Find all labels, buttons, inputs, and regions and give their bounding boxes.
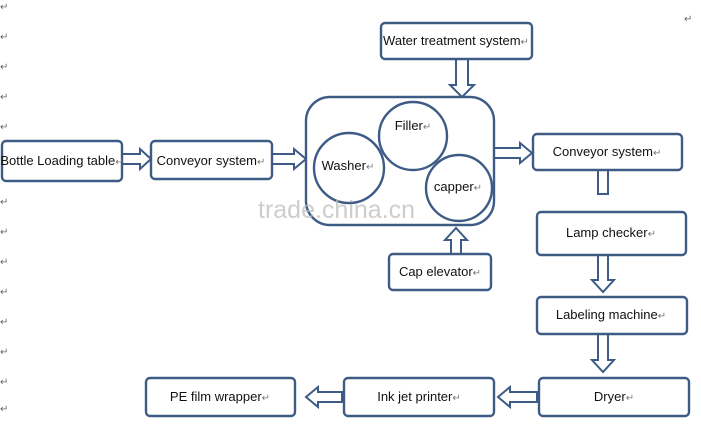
- paragraph-mark-icon: ↵: [0, 404, 8, 415]
- arrow-labeling-to-dryer: [589, 333, 617, 374]
- capper-label: capper↵: [434, 179, 482, 194]
- arrow-machine-to-conveyor: [493, 140, 534, 166]
- paragraph-mark-icon: ↵: [0, 92, 8, 103]
- watermark-text: trade.china.cn: [258, 196, 415, 224]
- arrow-inkjet-to-wrapper: [304, 384, 343, 410]
- pe-wrapper-box: [144, 376, 297, 418]
- arrow-conveyor-to-lamp: [597, 169, 609, 195]
- paragraph-mark-icon: ↵: [0, 122, 8, 133]
- washer-label: Washer↵: [322, 158, 375, 173]
- paragraph-mark-icon: ↵: [423, 122, 431, 133]
- cap-elevator-box: [387, 252, 493, 292]
- paragraph-mark-icon: ↵: [684, 14, 692, 25]
- paragraph-mark-icon: ↵: [653, 148, 661, 159]
- arrow-loading-to-conveyor: [121, 146, 153, 172]
- paragraph-mark-icon: ↵: [366, 162, 374, 173]
- paragraph-mark-icon: ↵: [0, 62, 8, 73]
- lamp-checker-box: [535, 210, 688, 257]
- filler-circle: [377, 100, 449, 172]
- conveyor-in-box: [149, 139, 274, 181]
- bottle-loading-label: Bottle Loading table↵: [0, 153, 123, 168]
- flow-arrows: [121, 58, 617, 410]
- labeling-box: [535, 295, 689, 336]
- paragraph-mark-icon: ↵: [521, 37, 529, 48]
- paragraph-mark-icon: ↵: [648, 229, 656, 240]
- paragraph-mark-icon: ↵: [473, 268, 481, 279]
- arrow-water-to-machine: [447, 58, 477, 99]
- dryer-label: Dryer↵: [594, 389, 634, 404]
- water-treatment-label: Water treatment system↵: [383, 33, 529, 48]
- margin-paragraph-marks: ↵ ↵ ↵ ↵ ↵ ↵ ↵ ↵ ↵ ↵ ↵ ↵ ↵ ↵: [0, 2, 692, 415]
- conveyor-out-box: [531, 132, 684, 172]
- inkjet-box: [342, 376, 496, 418]
- conveyor-in-label: Conveyor system↵: [157, 153, 266, 168]
- paragraph-mark-icon: ↵: [115, 157, 123, 168]
- paragraph-mark-icon: ↵: [0, 317, 8, 328]
- arrow-lamp-to-labeling: [589, 254, 617, 294]
- washer-circle: [312, 131, 386, 205]
- arrow-conveyor-to-machine: [271, 146, 308, 172]
- cap-elevator-label: Cap elevator↵: [399, 264, 481, 279]
- paragraph-mark-icon: ↵: [257, 157, 265, 168]
- paragraph-mark-icon: ↵: [0, 257, 8, 268]
- paragraph-mark-icon: ↵: [0, 287, 8, 298]
- paragraph-mark-icon: ↵: [452, 393, 460, 404]
- paragraph-mark-icon: ↵: [658, 311, 666, 322]
- inkjet-label: Ink jet printer↵: [377, 389, 461, 404]
- capper-circle: [424, 153, 494, 223]
- filler-label: Filler↵: [395, 118, 432, 133]
- labeling-label: Labeling machine↵: [556, 307, 666, 322]
- paragraph-mark-icon: ↵: [0, 377, 8, 388]
- arrow-cap-elevator-to-machine: [442, 226, 470, 255]
- paragraph-mark-icon: ↵: [626, 393, 634, 404]
- paragraph-mark-icon: ↵: [0, 2, 8, 13]
- pe-wrapper-label: PE film wrapper↵: [170, 389, 270, 404]
- conveyor-out-label: Conveyor system↵: [553, 144, 662, 159]
- paragraph-mark-icon: ↵: [262, 393, 270, 404]
- paragraph-mark-icon: ↵: [474, 183, 482, 194]
- bottle-loading-box: [0, 139, 124, 183]
- paragraph-mark-icon: ↵: [0, 32, 8, 43]
- paragraph-mark-icon: ↵: [0, 347, 8, 358]
- water-treatment-box: [379, 21, 534, 61]
- lamp-checker-label: Lamp checker↵: [566, 225, 656, 240]
- paragraph-mark-icon: ↵: [0, 197, 8, 208]
- arrow-dryer-to-inkjet: [496, 384, 538, 410]
- dryer-box: [537, 376, 691, 418]
- paragraph-mark-icon: ↵: [0, 227, 8, 238]
